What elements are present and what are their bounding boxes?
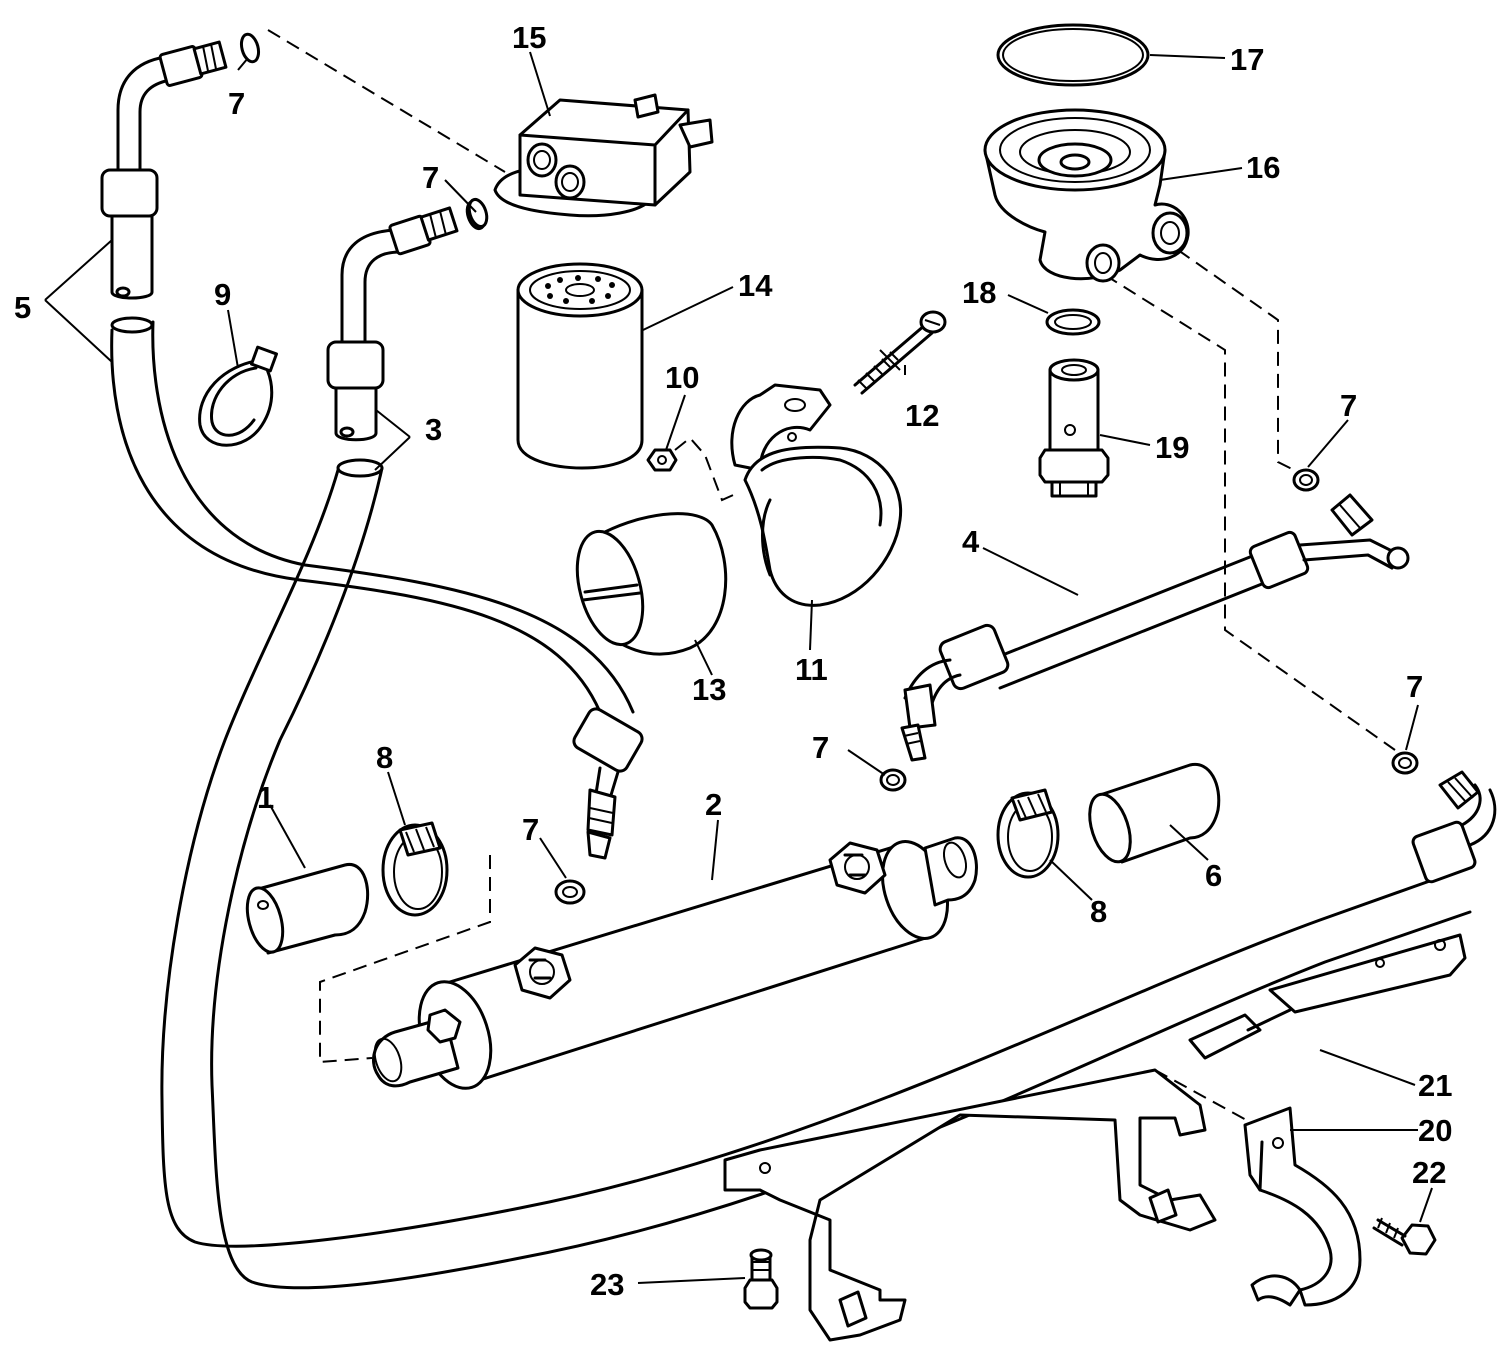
callout-5: 5 (14, 290, 31, 325)
filter-head-15 (493, 93, 714, 218)
hose-5-end-fitting (572, 707, 644, 860)
hose-clamp-9 (198, 345, 278, 447)
callout-23: 23 (590, 1267, 624, 1302)
fuel-cooler-2 (372, 836, 978, 1090)
callout-16: 16 (1246, 150, 1280, 185)
callout-8b: 8 (1090, 894, 1107, 929)
callout-18: 18 (962, 275, 996, 310)
o-ring-7-cooler (554, 879, 586, 905)
o-ring-17 (996, 23, 1150, 87)
leader-lines (44, 51, 1433, 1284)
callout-20: 20 (1418, 1113, 1452, 1148)
hose-clamp-8-left (381, 821, 449, 917)
callout-7d: 7 (1406, 669, 1423, 704)
callout-13: 13 (692, 672, 726, 707)
callout-7b: 7 (422, 160, 439, 195)
o-ring-7-line-4 (1292, 468, 1320, 492)
hose-fitting-5 (100, 32, 261, 300)
o-ring-7-mid (879, 768, 907, 792)
callout-7f: 7 (522, 812, 539, 847)
callout-1: 1 (257, 780, 274, 815)
callout-15: 15 (512, 20, 546, 55)
callout-14: 14 (738, 268, 773, 303)
callout-3: 3 (425, 412, 442, 447)
callout-4: 4 (962, 524, 980, 559)
filter-adapter-16 (983, 108, 1190, 283)
nut-10 (646, 448, 678, 472)
hose-clamp-8-right (996, 788, 1060, 879)
fuel-line-4 (900, 493, 1410, 762)
sleeve-13 (575, 512, 728, 656)
callout-numbers: 5 7 15 7 9 14 10 3 12 17 16 18 19 7 4 11… (14, 20, 1452, 1302)
bracket-21 (723, 933, 1467, 1342)
o-ring-18 (1045, 308, 1101, 336)
mounting-strap-20 (1243, 1106, 1362, 1307)
nipple-19 (1038, 358, 1110, 498)
callout-22: 22 (1412, 1155, 1446, 1190)
bracket-clamp-11 (730, 383, 903, 607)
callout-6: 6 (1205, 858, 1222, 893)
callout-8a: 8 (376, 740, 393, 775)
callout-7a: 7 (228, 86, 245, 121)
callout-10: 10 (665, 360, 699, 395)
callout-7c: 7 (1340, 388, 1357, 423)
hose-1 (245, 863, 370, 955)
callout-17: 17 (1230, 42, 1264, 77)
callout-21: 21 (1418, 1068, 1452, 1103)
assembly-guide-lines (267, 29, 1396, 1123)
fuel-hose-5 (110, 316, 635, 714)
hose-6 (1088, 762, 1221, 864)
line-3-right-end (1411, 770, 1497, 884)
bolt-22 (1372, 1217, 1437, 1256)
callout-9: 9 (214, 277, 231, 312)
callout-2: 2 (705, 787, 722, 822)
o-ring-7-right (1391, 751, 1419, 775)
bolt-12 (853, 310, 947, 395)
fuel-filter-14 (516, 262, 644, 470)
callout-11: 11 (795, 652, 828, 687)
o-ring-7-filter-head (467, 197, 489, 229)
hose-fitting-3 (326, 199, 487, 442)
callout-19: 19 (1155, 430, 1189, 465)
callout-12: 12 (905, 398, 939, 433)
callout-7e: 7 (812, 730, 829, 765)
screw-23 (743, 1248, 779, 1310)
